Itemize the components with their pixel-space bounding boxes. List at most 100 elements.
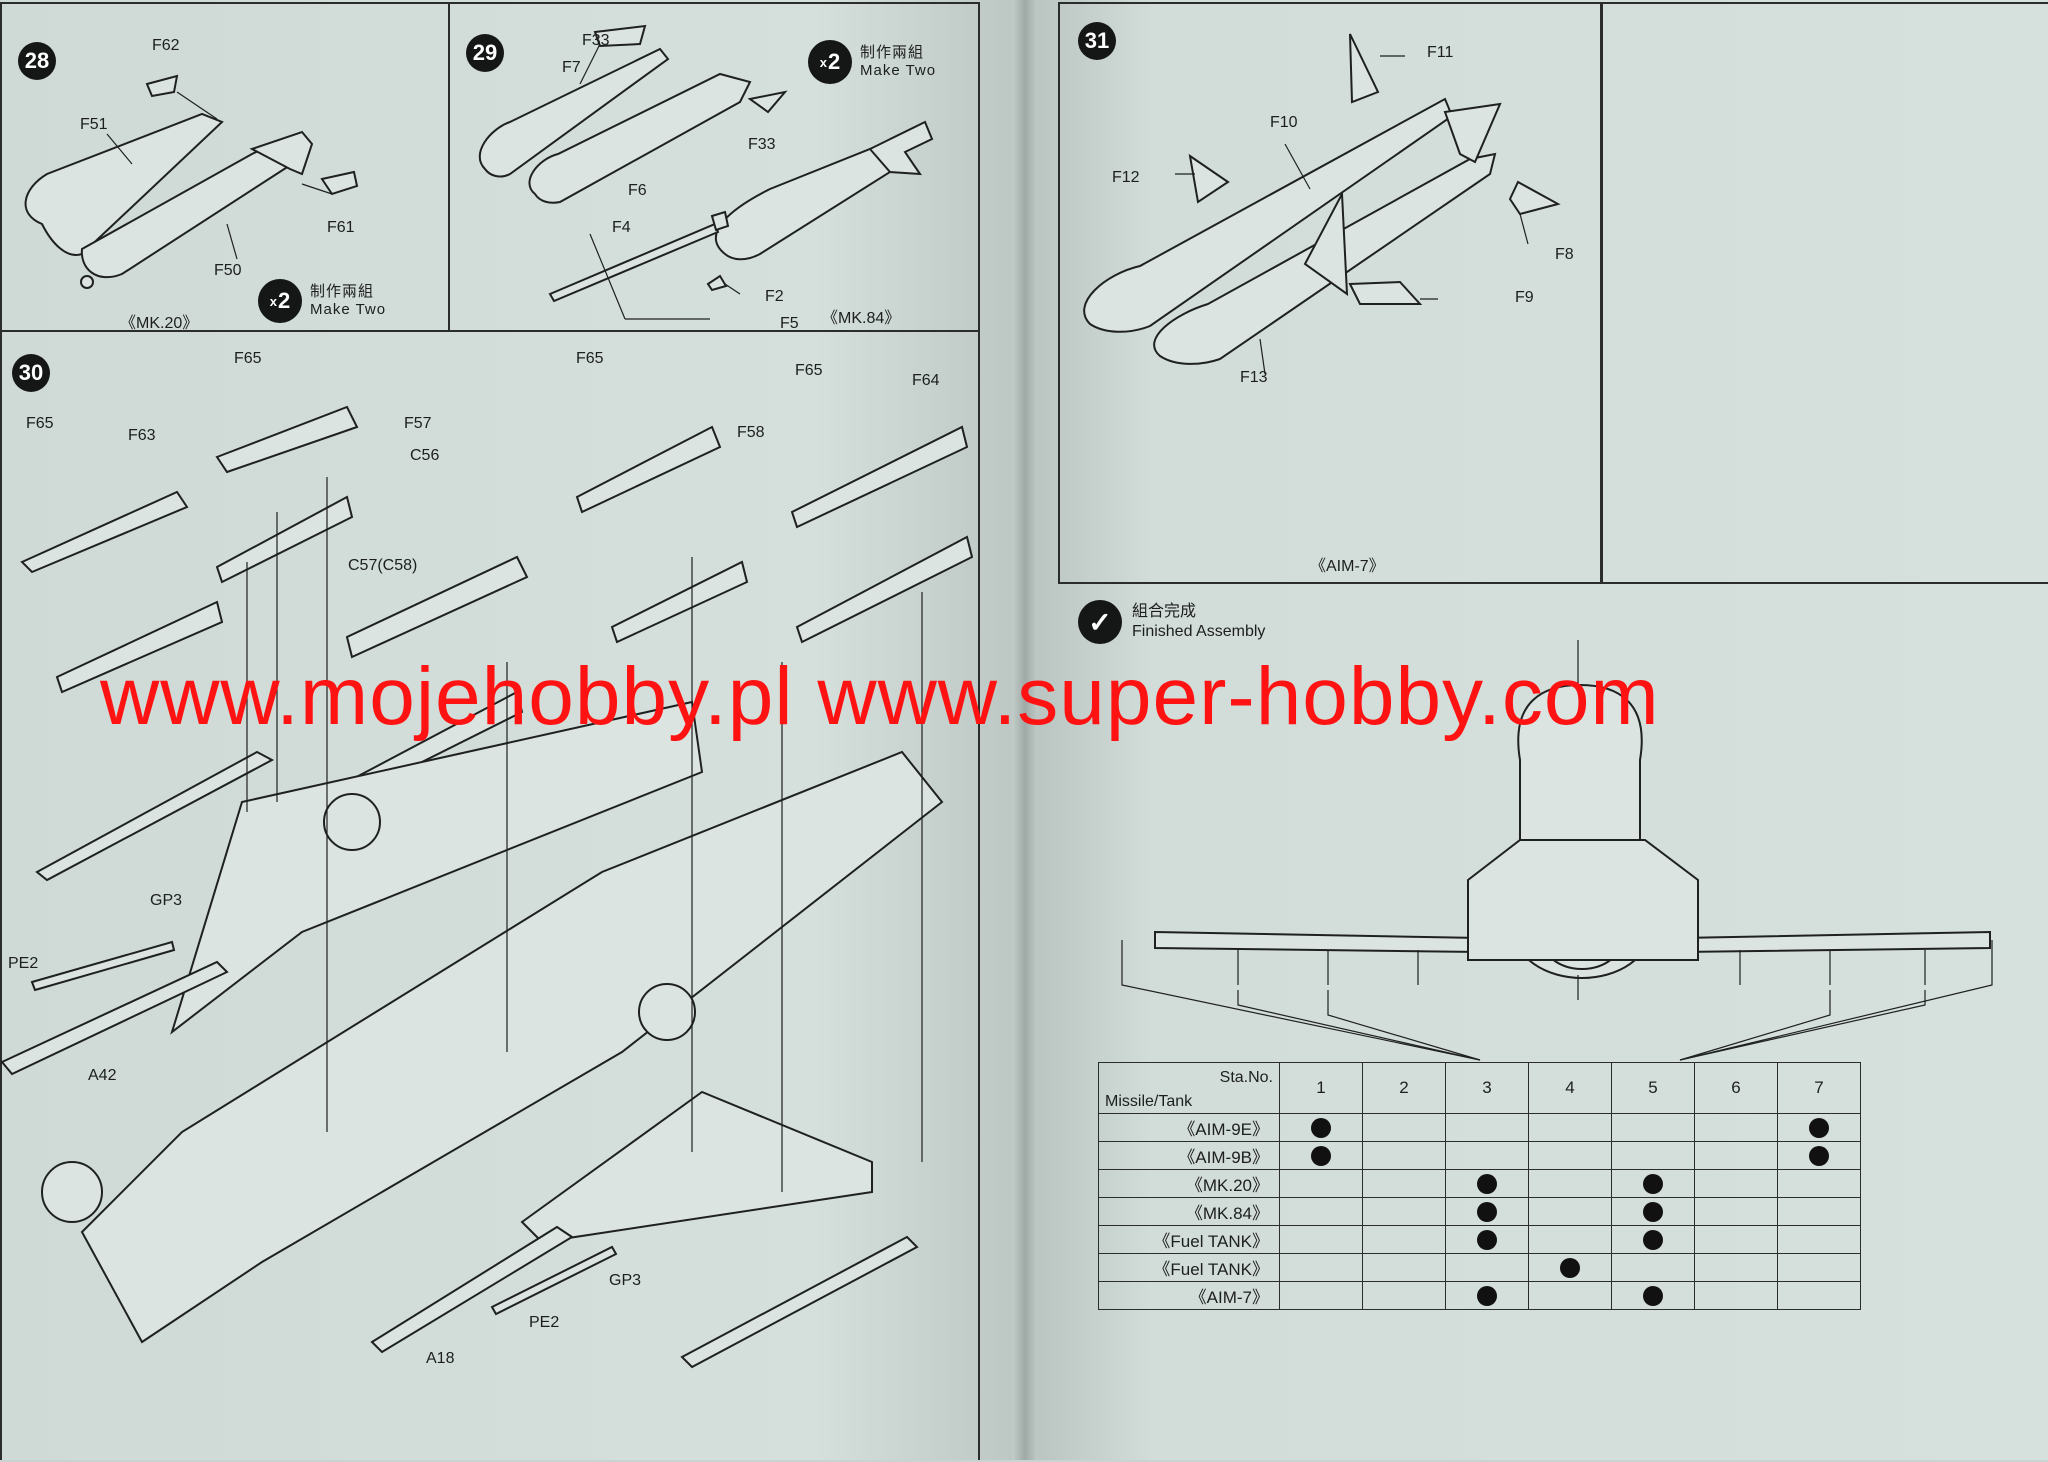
station-cell — [1362, 1225, 1446, 1254]
station-cell — [1445, 1225, 1529, 1254]
finished-label-cn: 組合完成 — [1132, 603, 1197, 620]
part-label: F12 — [1112, 169, 1140, 186]
station-cell — [1528, 1113, 1612, 1142]
part-label: F65 — [234, 350, 262, 367]
finished-label-en: Finished Assembly — [1132, 623, 1266, 640]
station-header: 4 — [1528, 1062, 1612, 1114]
station-mark-icon — [1477, 1285, 1497, 1306]
mk84-bomb-drawing — [478, 24, 934, 320]
station-cell — [1611, 1253, 1695, 1282]
part-label: F62 — [152, 37, 180, 54]
station-header: 2 — [1362, 1062, 1446, 1114]
part-label: F65 — [576, 350, 604, 367]
step-29-badge: 29 — [466, 34, 504, 72]
station-cell — [1445, 1197, 1529, 1226]
station-cell — [1362, 1281, 1446, 1310]
station-mark-icon — [1643, 1229, 1663, 1250]
station-cell — [1279, 1197, 1363, 1226]
station-header: 1 — [1279, 1062, 1363, 1114]
station-cell — [1445, 1169, 1529, 1198]
station-cell — [1777, 1253, 1861, 1282]
station-mark-icon — [1809, 1145, 1829, 1166]
station-cell — [1445, 1281, 1529, 1310]
station-cell — [1279, 1113, 1363, 1142]
step-31-badge: 31 — [1078, 22, 1116, 60]
make-two-cn: 制作兩組 — [860, 44, 925, 61]
station-cell — [1694, 1113, 1778, 1142]
finished-assembly-heading: ✓ 組合完成 Finished Assembly — [1078, 600, 1265, 644]
station-mark-icon — [1643, 1285, 1663, 1306]
part-label: F63 — [128, 427, 156, 444]
part-label: F11 — [1427, 44, 1454, 61]
station-cell — [1279, 1253, 1363, 1282]
station-header: 7 — [1777, 1062, 1861, 1114]
part-label: F5 — [780, 315, 799, 332]
station-cell — [1445, 1141, 1529, 1170]
make-two-en: Make Two — [860, 62, 937, 79]
stations-table-body: 《AIM-9E》《AIM-9B》《MK.20》《MK.84》《Fuel TANK… — [1098, 1113, 1861, 1310]
part-label: F58 — [737, 424, 765, 441]
missile-tank-header: Missile/Tank — [1105, 1093, 1193, 1110]
part-label: F8 — [1555, 246, 1574, 263]
station-cell — [1611, 1281, 1695, 1310]
station-cell — [1777, 1225, 1861, 1254]
part-label: F64 — [912, 372, 940, 389]
station-cell — [1362, 1169, 1446, 1198]
station-number-header: Sta.No. — [1219, 1069, 1273, 1086]
part-label: F65 — [26, 415, 54, 432]
station-cell — [1611, 1225, 1695, 1254]
part-label: A42 — [88, 1067, 117, 1084]
station-cell — [1777, 1113, 1861, 1142]
station-mark-icon — [1477, 1173, 1497, 1194]
step-30-panel: 30 F65 F63 F65 F57 — [0, 330, 980, 1460]
station-cell — [1777, 1169, 1861, 1198]
station-cell — [1611, 1169, 1695, 1198]
step-30-badge: 30 — [12, 354, 50, 392]
table-row: 《Fuel TANK》 — [1098, 1253, 1861, 1282]
table-row: 《MK.20》 — [1098, 1169, 1861, 1198]
part-label: F65 — [795, 362, 823, 379]
station-cell — [1528, 1253, 1612, 1282]
part-label: PE2 — [529, 1314, 560, 1331]
station-cell — [1694, 1225, 1778, 1254]
part-label: PE2 — [8, 955, 39, 972]
step-29-caption: 《MK.84》 — [822, 310, 901, 327]
step-31-panel: 31 F11 F10 F12 F8 F9 F13 《AIM-7》 — [1058, 2, 1603, 584]
checkmark-icon: ✓ — [1078, 600, 1122, 644]
station-mark-icon — [1311, 1117, 1331, 1138]
stations-table: Sta.No. Missile/Tank 1 2 3 4 5 6 7 《AIM-… — [1098, 1062, 1861, 1310]
station-cell — [1694, 1281, 1778, 1310]
station-cell — [1279, 1169, 1363, 1198]
part-label: F51 — [80, 116, 108, 133]
book-spine — [1012, 0, 1038, 1460]
pylon-assembly-drawing — [0, 405, 974, 1369]
station-mark-icon — [1560, 1257, 1580, 1278]
table-row: 《AIM-9E》 — [1098, 1113, 1861, 1142]
station-cell — [1362, 1141, 1446, 1170]
station-cell — [1611, 1141, 1695, 1170]
station-header: 3 — [1445, 1062, 1529, 1114]
part-label: F10 — [1270, 114, 1298, 131]
table-row: 《MK.84》 — [1098, 1197, 1861, 1226]
station-cell — [1528, 1197, 1612, 1226]
part-label: F9 — [1515, 289, 1534, 306]
part-label: F33 — [748, 136, 776, 153]
watermark: www.mojehobby.pl www.super-hobby.com — [100, 651, 1660, 742]
table-corner-header: Sta.No. Missile/Tank — [1098, 1062, 1280, 1114]
station-cell — [1694, 1141, 1778, 1170]
store-name-cell: 《MK.20》 — [1098, 1169, 1280, 1198]
part-label: F4 — [612, 219, 631, 236]
table-row: 《AIM-7》 — [1098, 1281, 1861, 1310]
station-cell — [1445, 1253, 1529, 1282]
part-label: F7 — [562, 59, 581, 76]
part-label: F13 — [1240, 369, 1268, 386]
station-cell — [1777, 1141, 1861, 1170]
station-cell — [1362, 1197, 1446, 1226]
step-31-caption: 《AIM-7》 — [1310, 558, 1385, 575]
